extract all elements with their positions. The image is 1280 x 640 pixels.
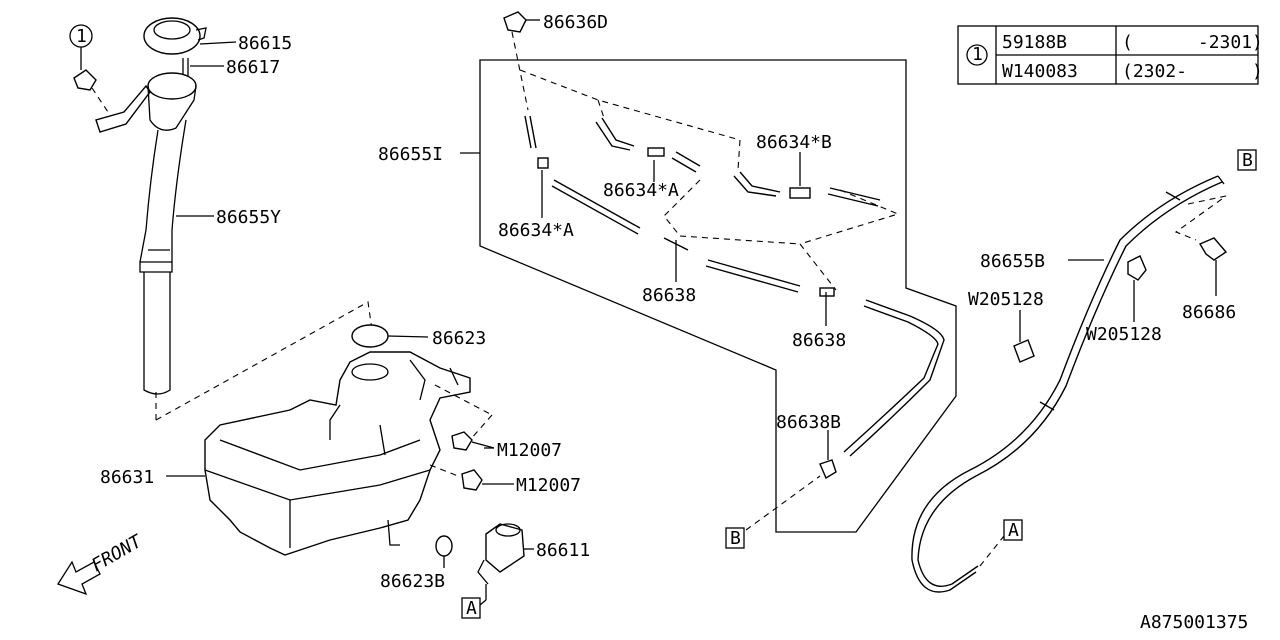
legend-row-1-range: ( -2301) bbox=[1122, 32, 1263, 53]
washer-pump-86611 bbox=[477, 523, 525, 600]
callout-W205128-left: W205128 bbox=[968, 289, 1044, 310]
filler-bracket bbox=[95, 84, 151, 133]
callout-86623B: 86623B bbox=[380, 571, 445, 592]
front-arrow: FRONT bbox=[57, 530, 146, 596]
callout-86655B: 86655B bbox=[980, 251, 1045, 272]
filler-cap bbox=[143, 17, 201, 55]
legend-table: 1 59188B ( -2301) W140083 (2302- ) bbox=[957, 25, 1263, 85]
filler-tube bbox=[139, 129, 159, 263]
callout-86634B: 86634*B bbox=[756, 132, 832, 153]
filler-neck-assembly: 1 bbox=[69, 17, 207, 420]
bolt-m12007-upper bbox=[451, 431, 495, 451]
legend-row-2-part: W140083 bbox=[1002, 61, 1078, 82]
callout-86634A-lower: 86634*A bbox=[498, 220, 574, 241]
ref-box-A-lower bbox=[461, 597, 481, 619]
diagram-code: A875001375 bbox=[1140, 612, 1248, 633]
legend-row-2-range: (2302- ) bbox=[1122, 61, 1263, 82]
callout-W205128-right: W205128 bbox=[1086, 324, 1162, 345]
legend-row-1-part: 59188B bbox=[1002, 32, 1067, 53]
ref-A-lower: A bbox=[466, 598, 477, 619]
ref-B-lower: B bbox=[730, 528, 741, 549]
grommet-86623 bbox=[351, 324, 389, 348]
callout-86611: 86611 bbox=[536, 540, 590, 561]
hose-assembly-boundary bbox=[479, 59, 957, 533]
ref-box-B-lower bbox=[725, 527, 745, 549]
clip-part bbox=[73, 69, 97, 91]
ref-A-upper: A bbox=[1008, 520, 1019, 541]
callout-86686: 86686 bbox=[1182, 302, 1236, 323]
circle-1-label: 1 bbox=[76, 26, 87, 47]
callout-86634A-upper: 86634*A bbox=[603, 180, 679, 201]
bolt-m12007-lower bbox=[461, 469, 483, 491]
callout-86655Y: 86655Y bbox=[216, 207, 281, 228]
callout-86638B: 86638B bbox=[776, 412, 841, 433]
callout-86655I: 86655I bbox=[378, 144, 443, 165]
callout-86636D: 86636D bbox=[543, 12, 608, 33]
ref-box-A-upper bbox=[1003, 519, 1023, 541]
front-label: FRONT bbox=[88, 530, 146, 576]
rear-washer-hose bbox=[911, 175, 1228, 593]
washer-hoses bbox=[524, 115, 945, 480]
callout-M12007-lower: M12007 bbox=[516, 475, 581, 496]
callout-86638-right: 86638 bbox=[792, 330, 846, 351]
grommet-86623B bbox=[435, 535, 453, 557]
nozzle-86636D bbox=[503, 11, 527, 33]
ref-B-upper: B bbox=[1242, 150, 1253, 171]
callout-86631: 86631 bbox=[100, 467, 154, 488]
legend-circle-label: 1 bbox=[972, 44, 983, 65]
washer-tank: 86623 bbox=[155, 301, 493, 556]
callout-M12007-upper: M12007 bbox=[497, 440, 562, 461]
ref-box-B-upper bbox=[1237, 149, 1257, 171]
callout-86617: 86617 bbox=[226, 57, 280, 78]
callout-86623: 86623 bbox=[432, 328, 486, 349]
callout-86615: 86615 bbox=[238, 33, 292, 54]
callout-86638-left: 86638 bbox=[642, 285, 696, 306]
